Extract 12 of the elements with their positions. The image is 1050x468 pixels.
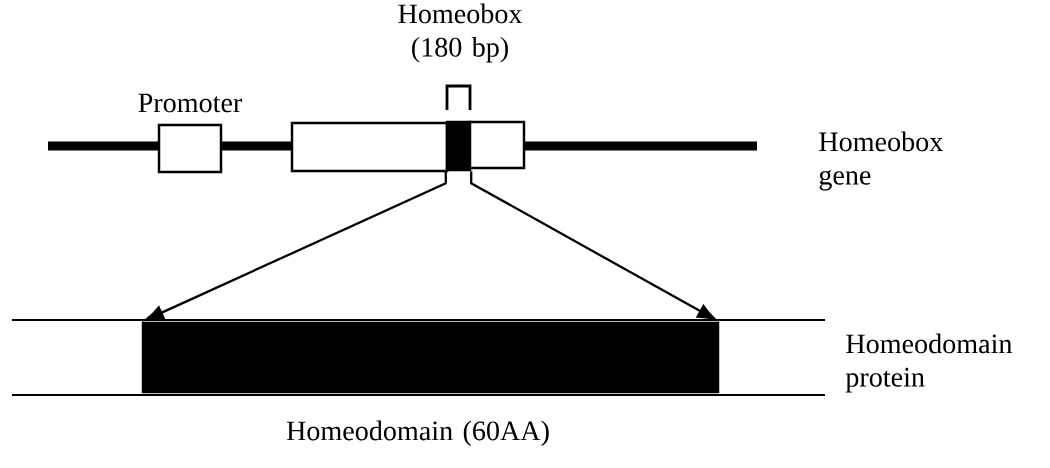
- promoter-box: Promoter: [138, 93, 243, 174]
- arrow: [470, 171, 717, 321]
- node-label: Homeodomain (60AA): [286, 420, 549, 447]
- node-label: Promoter: [138, 93, 243, 113]
- homeobox-block: Homeobox (180 bp): [398, 3, 523, 172]
- node-label: Homeobox (180 bp): [398, 3, 523, 63]
- protein-band: [12, 318, 825, 397]
- band-label: Homeodomain protein: [845, 333, 1013, 393]
- gene-label: Homeobox gene: [819, 131, 943, 191]
- exon-box: [468, 120, 526, 170]
- exon-box: [290, 121, 449, 173]
- homeodomain-block: Homeodomain (60AA): [141, 321, 720, 447]
